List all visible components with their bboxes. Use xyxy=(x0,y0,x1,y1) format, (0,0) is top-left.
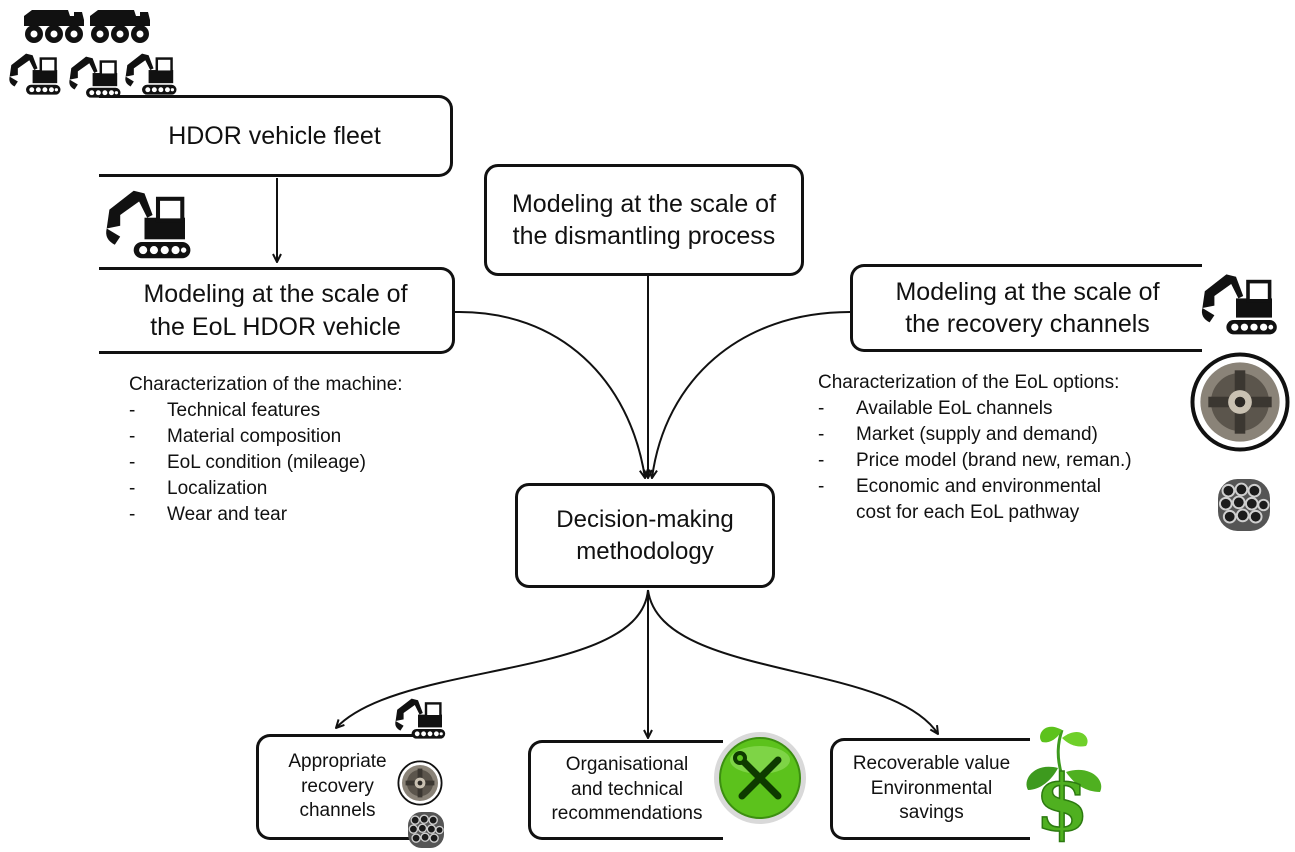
machine-list-item: EoL condition (mileage) xyxy=(129,450,403,476)
tools-icon xyxy=(714,732,806,824)
eol-list-item: Market (supply and demand) xyxy=(818,422,1132,448)
node-fleet: HDOR vehicle fleet xyxy=(99,95,453,177)
arrow-recovery-to-decision xyxy=(652,311,851,478)
machine-list-title: Characterization of the machine: xyxy=(129,374,403,395)
node-recovery-label: Modeling at the scale of the recovery ch… xyxy=(895,277,1160,339)
excavator-icon xyxy=(394,697,447,740)
dump-truck-icon xyxy=(24,10,84,43)
node-fleet-label: HDOR vehicle fleet xyxy=(168,121,381,150)
excavator-icon xyxy=(68,55,122,99)
eol-characterization: Characterization of the EoL options: Ava… xyxy=(818,370,1132,526)
eol-list-title: Characterization of the EoL options: xyxy=(818,372,1120,393)
eol-list-item-continued: cost for each EoL pathway xyxy=(856,502,1080,523)
alternator-icon xyxy=(397,760,443,806)
machine-list-item: Wear and tear xyxy=(129,502,403,528)
arrow-decision-to-channels xyxy=(336,589,649,728)
node-decision-label: Decision-making methodology xyxy=(556,506,734,565)
node-out-channels: Appropriate recovery channels xyxy=(256,734,416,840)
node-out-value-label: Recoverable value Environmental savings xyxy=(852,752,1011,824)
node-out-channels-label: Appropriate recovery channels xyxy=(288,750,387,822)
node-dismantling: Modeling at the scale of the dismantling… xyxy=(484,164,804,276)
node-decision: Decision-making methodology xyxy=(515,483,775,588)
machine-list-item: Localization xyxy=(129,476,403,502)
eol-list-item: Economic and environmental xyxy=(818,474,1132,500)
arrow-decision-to-value xyxy=(647,589,938,734)
excavator-icon xyxy=(8,52,62,96)
dollar-plant-icon: $ xyxy=(1026,726,1102,850)
node-out-value: Recoverable value Environmental savings xyxy=(830,738,1030,840)
alternator-icon xyxy=(1190,352,1290,452)
node-out-recommendations: Organisational and technical recommendat… xyxy=(528,740,723,840)
eol-list-item: Available EoL channels xyxy=(818,396,1132,422)
steel-pipes-icon xyxy=(407,811,445,849)
excavator-icon xyxy=(124,52,178,96)
node-recovery: Modeling at the scale of the recovery ch… xyxy=(850,264,1202,352)
dump-truck-icon xyxy=(90,10,150,43)
node-vehicle-label: Modeling at the scale of the EoL HDOR ve… xyxy=(143,280,408,341)
node-dismantling-label: Modeling at the scale of the dismantling… xyxy=(511,189,777,251)
svg-text:$: $ xyxy=(1035,758,1089,849)
machine-characterization: Characterization of the machine: Technic… xyxy=(129,372,403,528)
eol-list-item: Price model (brand new, reman.) xyxy=(818,448,1132,474)
excavator-icon xyxy=(1200,272,1279,337)
machine-list-item: Material composition xyxy=(129,424,403,450)
arrow-vehicle-to-decision xyxy=(454,310,645,478)
node-out-recommendations-label: Organisational and technical recommendat… xyxy=(551,753,703,825)
machine-list-item: Technical features xyxy=(129,398,403,424)
steel-pipes-icon xyxy=(1217,478,1271,532)
excavator-icon xyxy=(106,191,190,259)
node-vehicle: Modeling at the scale of the EoL HDOR ve… xyxy=(99,267,455,354)
